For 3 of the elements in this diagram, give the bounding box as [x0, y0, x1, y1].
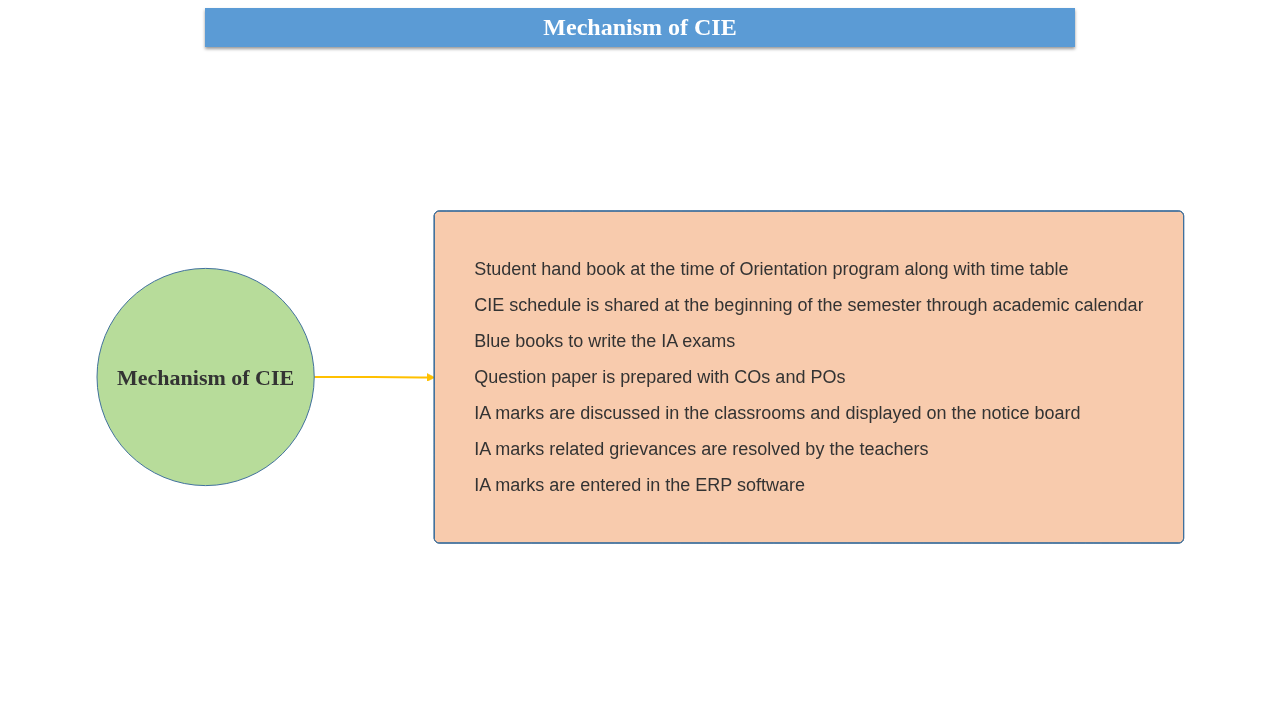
arrow: [312, 373, 435, 382]
node-circle: Mechanism of CIE: [96, 267, 315, 487]
title-banner: Mechanism of CIE: [205, 8, 1075, 47]
